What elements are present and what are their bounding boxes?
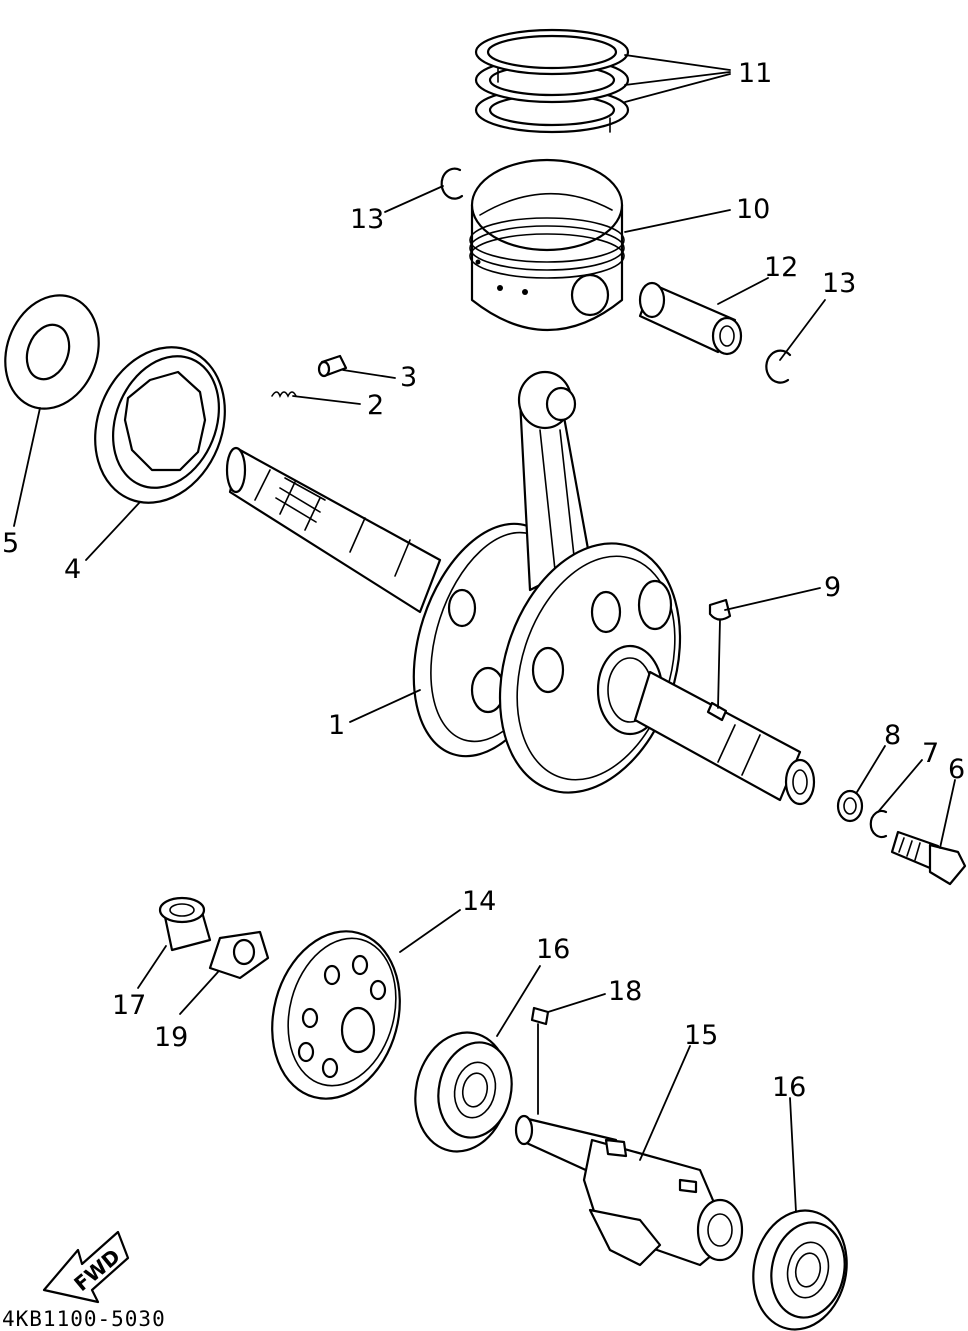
callout-12: 12 — [764, 252, 798, 283]
key-small — [530, 1006, 550, 1026]
callout-15: 15 — [684, 1020, 718, 1051]
circlip-small — [869, 809, 888, 839]
callout-1: 1 — [328, 710, 345, 741]
leader-lines — [13, 54, 956, 1213]
balancer-shaft — [514, 1114, 744, 1267]
callout-6: 6 — [948, 754, 965, 785]
stopper — [208, 930, 270, 980]
callout-4: 4 — [64, 554, 81, 585]
callout-16-upper: 16 — [536, 934, 570, 965]
callout-labels: 11 13 10 12 13 3 2 5 4 9 1 8 7 6 14 16 1… — [2, 58, 965, 1103]
callout-10: 10 — [736, 194, 770, 225]
washer-small — [836, 789, 864, 823]
crankshaft — [225, 370, 816, 806]
piston-rings — [474, 28, 630, 134]
callout-8: 8 — [884, 720, 901, 751]
circlip-right — [765, 349, 792, 384]
callout-3: 3 — [400, 362, 417, 393]
piston — [469, 158, 625, 332]
bearing-upper — [414, 1031, 513, 1153]
circlip-left — [440, 167, 464, 200]
washer — [4, 294, 100, 410]
balancer-gear — [271, 930, 401, 1100]
roller-pin — [317, 354, 348, 378]
callout-9: 9 — [824, 572, 841, 603]
drawing-code: 4KB1100-5030 — [2, 1307, 166, 1331]
bushing — [158, 896, 212, 952]
callout-5: 5 — [2, 528, 19, 559]
fwd-arrow-icon: FWD — [42, 1230, 130, 1304]
callout-16-lower: 16 — [772, 1072, 806, 1103]
callout-7: 7 — [922, 738, 939, 769]
callout-11: 11 — [738, 58, 772, 89]
one-way-clutch — [94, 346, 226, 504]
callout-13-right: 13 — [822, 268, 856, 299]
spring — [271, 391, 297, 398]
callout-14: 14 — [462, 886, 496, 917]
piston-pin — [638, 281, 743, 356]
callout-13-left: 13 — [350, 204, 384, 235]
bearing-lower — [752, 1209, 848, 1331]
callout-18: 17 — [112, 990, 146, 1021]
callout-17: 18 — [608, 976, 642, 1007]
callout-19: 19 — [154, 1022, 188, 1053]
bolt — [890, 830, 967, 886]
callout-2: 2 — [367, 390, 384, 421]
